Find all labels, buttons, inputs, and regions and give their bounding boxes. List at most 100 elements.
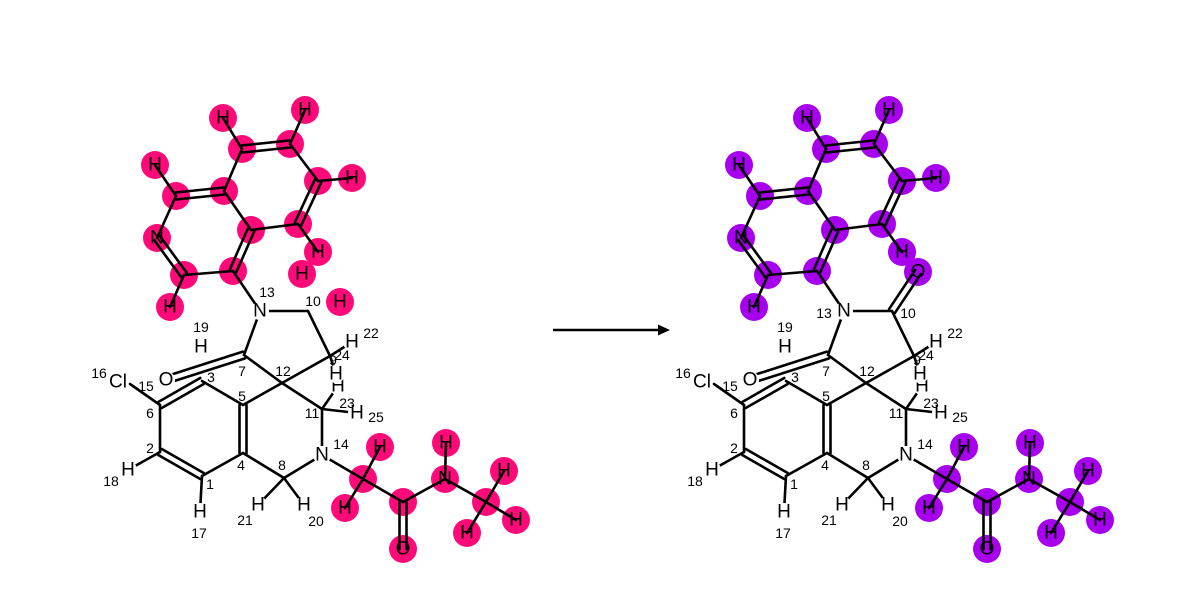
bond-a5-a12 [241, 381, 284, 407]
atom-index-13: 13 [259, 284, 275, 300]
bond-a6-a15 [712, 382, 746, 407]
bond-q1-q2 [234, 230, 256, 274]
atom-sH6-symbol: H [460, 523, 474, 544]
label-bg [741, 371, 759, 389]
atom-sH4-symbol: H [497, 461, 511, 482]
atom-index-17: 17 [775, 525, 791, 541]
atom-H22-symbol: H [929, 332, 943, 353]
atom-index-9: 9 [913, 352, 921, 368]
highlight-H10a [288, 260, 316, 288]
bond-q5-q1 [182, 269, 235, 277]
atom-qH1-symbol: H [163, 297, 177, 318]
bond-a7-O7-b [749, 357, 831, 385]
atom-Cl16-symbol: Cl [693, 372, 711, 393]
bond-a1-a2 [744, 447, 790, 475]
bond-q2-q3 [806, 189, 837, 232]
atom-H21-symbol: H [251, 495, 265, 516]
atom-index-20: 20 [892, 513, 908, 529]
bond-sC-sH4 [484, 469, 506, 504]
label-bg [703, 461, 721, 479]
bond-a6-a3 [160, 382, 206, 410]
atom-sH1-symbol: H [373, 437, 387, 458]
atom-index-16: 16 [675, 365, 691, 381]
bond-q8-q9-b [299, 181, 323, 227]
bond-sC-sH5 [484, 500, 518, 522]
label-bg [119, 461, 137, 479]
bond-q9-q2 [249, 222, 300, 232]
bond-layer [710, 108, 1102, 551]
atom-qH5-symbol: H [345, 168, 359, 189]
bond-q4-qH2 [737, 163, 762, 198]
bond-q7-q8 [288, 142, 320, 183]
bond-q7-qH4 [872, 108, 891, 146]
bond-a6-a3 [744, 382, 790, 410]
bond-q5-qH1 [752, 273, 770, 309]
atom-index-10: 10 [900, 305, 916, 321]
bond-q1-q2-b [812, 227, 834, 271]
atom-qH4-symbol: H [882, 100, 896, 121]
atom-index-1: 1 [790, 476, 798, 492]
bond-qN-q5-b [742, 234, 773, 275]
atom-qH3-symbol: H [216, 108, 230, 129]
atom-N13-symbol: N [253, 301, 267, 322]
bond-a10-O10 [893, 272, 923, 315]
atom-index-24: 24 [334, 347, 350, 363]
atom-index-5: 5 [238, 388, 246, 404]
bond-a12-a7 [826, 353, 868, 385]
atom-index-8: 8 [278, 457, 286, 473]
atom-qH4-symbol: H [298, 100, 312, 121]
bond-s2-sN [401, 477, 447, 504]
atom-index-7: 7 [822, 363, 830, 379]
bond-q2-q3 [222, 189, 253, 232]
bond-q5-qH1 [168, 273, 186, 309]
bond-q6-q7-b [240, 139, 291, 147]
bond-sC-sH6 [465, 500, 488, 535]
atom-index-23: 23 [923, 395, 939, 411]
atom-H20-symbol: H [297, 495, 311, 516]
label-bg [897, 446, 915, 464]
atom-qH6-symbol: H [895, 242, 909, 263]
bond-a3-a5 [200, 379, 245, 407]
atom-O7-symbol: O [743, 370, 758, 391]
bond-q1-q2 [818, 230, 840, 274]
atom-H18-symbol: H [121, 460, 135, 481]
label-bg [927, 333, 945, 351]
bond-a10-O10-b [887, 268, 917, 311]
bond-a10-a9 [890, 309, 916, 358]
atom-N14-symbol: N [315, 445, 329, 466]
bond-a6-a3-b [740, 376, 786, 404]
atom-sN-symbol: N [438, 469, 452, 490]
bond-q7-qH4 [288, 108, 307, 146]
bond-q1-q2-b [228, 227, 250, 271]
highlight-H10b [326, 288, 354, 316]
bond-sN-sH3 [1027, 441, 1032, 481]
atom-index-9: 9 [329, 352, 337, 368]
label-bg [775, 503, 793, 521]
atom-H19-symbol: H [194, 337, 208, 358]
atom-index-15: 15 [722, 378, 738, 394]
atom-O10-symbol: O [911, 262, 926, 283]
atom-O7-symbol: O [159, 370, 174, 391]
atom-index-10: 10 [305, 293, 321, 309]
highlight-O10 [904, 258, 932, 286]
atom-index-6: 6 [146, 405, 154, 421]
atom-H10b-symbol: H [333, 292, 347, 313]
atom-H10a-symbol: H [295, 264, 309, 285]
atom-index-4: 4 [237, 457, 245, 473]
label-bg [109, 373, 127, 391]
bond-a1-a2-b [156, 453, 202, 481]
bond-a10-a9 [306, 309, 332, 358]
bond-q3-q4 [174, 186, 225, 194]
label-bg [833, 496, 851, 514]
atom-H19-symbol: H [778, 337, 792, 358]
bond-q8-qH5 [900, 176, 938, 183]
bond-q3-q6 [806, 147, 828, 193]
atom-index-2: 2 [146, 440, 154, 456]
atom-sH5-symbol: H [1093, 510, 1107, 531]
bond-a8-a4 [825, 451, 870, 480]
atom-H22-symbol: H [345, 332, 359, 353]
atom-index-23: 23 [339, 395, 355, 411]
label-bg [693, 373, 711, 391]
atom-sH2-symbol: H [338, 498, 352, 519]
label-bg [192, 338, 210, 356]
